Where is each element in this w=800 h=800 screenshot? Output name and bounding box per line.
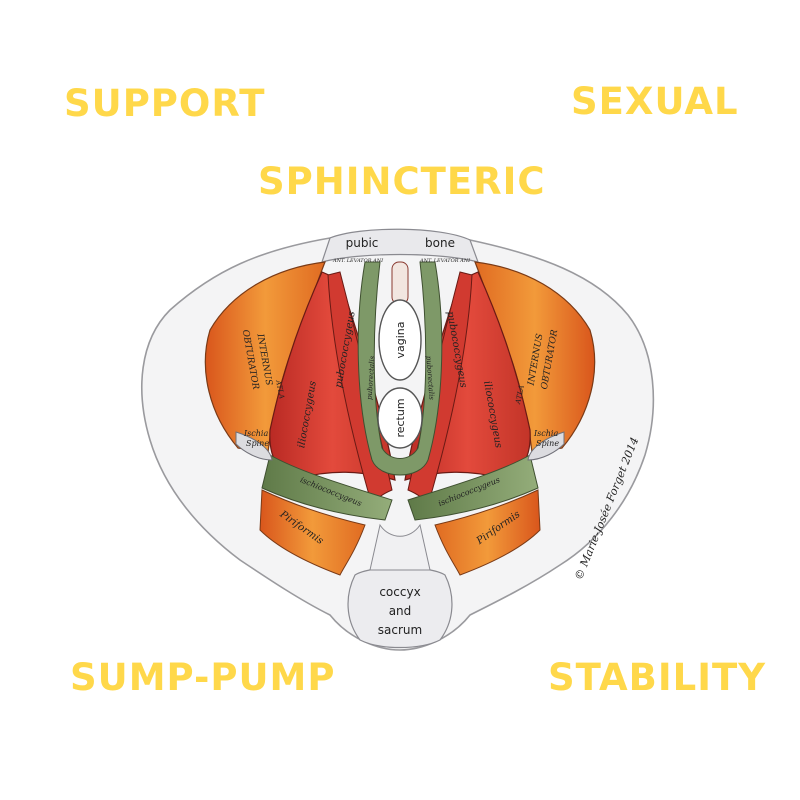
- vagina-label: vagina: [394, 321, 407, 358]
- rectum-opening: [377, 387, 423, 449]
- ischiococcygeus-right: [407, 454, 539, 521]
- rectum-label: rectum: [394, 398, 407, 437]
- sexual-label: SEXUAL: [571, 80, 739, 123]
- coccyx-label: coccyx: [379, 585, 420, 599]
- atla-right-label: ATLA: [514, 384, 526, 405]
- puborectalis-right-label: puborectalis: [424, 356, 435, 401]
- piriformis-left: [259, 489, 366, 576]
- ant-levator-ani-left-label: ANT. LEVATOR ANI: [332, 258, 384, 264]
- support-label: SUPPORT: [64, 82, 266, 125]
- ischia-right-label: Ischia: [533, 429, 558, 438]
- and-label: and: [389, 604, 412, 618]
- piriformis-right: [434, 489, 541, 576]
- stability-label: STABILITY: [548, 656, 766, 699]
- urethra: [391, 261, 409, 305]
- vagina-opening: [378, 299, 422, 381]
- bone-label: bone: [425, 236, 455, 250]
- ischiococcygeus-left: [261, 454, 393, 521]
- puborectalis-left-label: puborectalis: [365, 355, 376, 400]
- ischial-spine-left: [235, 431, 273, 461]
- atla-left-label: ATLA: [274, 378, 286, 399]
- spine-right-label: Spine: [536, 439, 559, 448]
- ischial-spine-right: [527, 431, 565, 461]
- spine-left-label: Spine: [246, 439, 269, 448]
- puborectalis-sling: [357, 261, 443, 476]
- sump-pump-label: SUMP-PUMP: [70, 656, 336, 699]
- sacrum-tip: [369, 523, 431, 571]
- ischia-left-label: Ischia: [243, 429, 268, 438]
- ant-levator-ani-right-label: ANT. LEVATOR ANI: [419, 258, 471, 264]
- pubic-label: pubic: [346, 236, 379, 250]
- sphincteric-label: SPHINCTERIC: [258, 160, 546, 203]
- sacrum-label: sacrum: [378, 623, 422, 637]
